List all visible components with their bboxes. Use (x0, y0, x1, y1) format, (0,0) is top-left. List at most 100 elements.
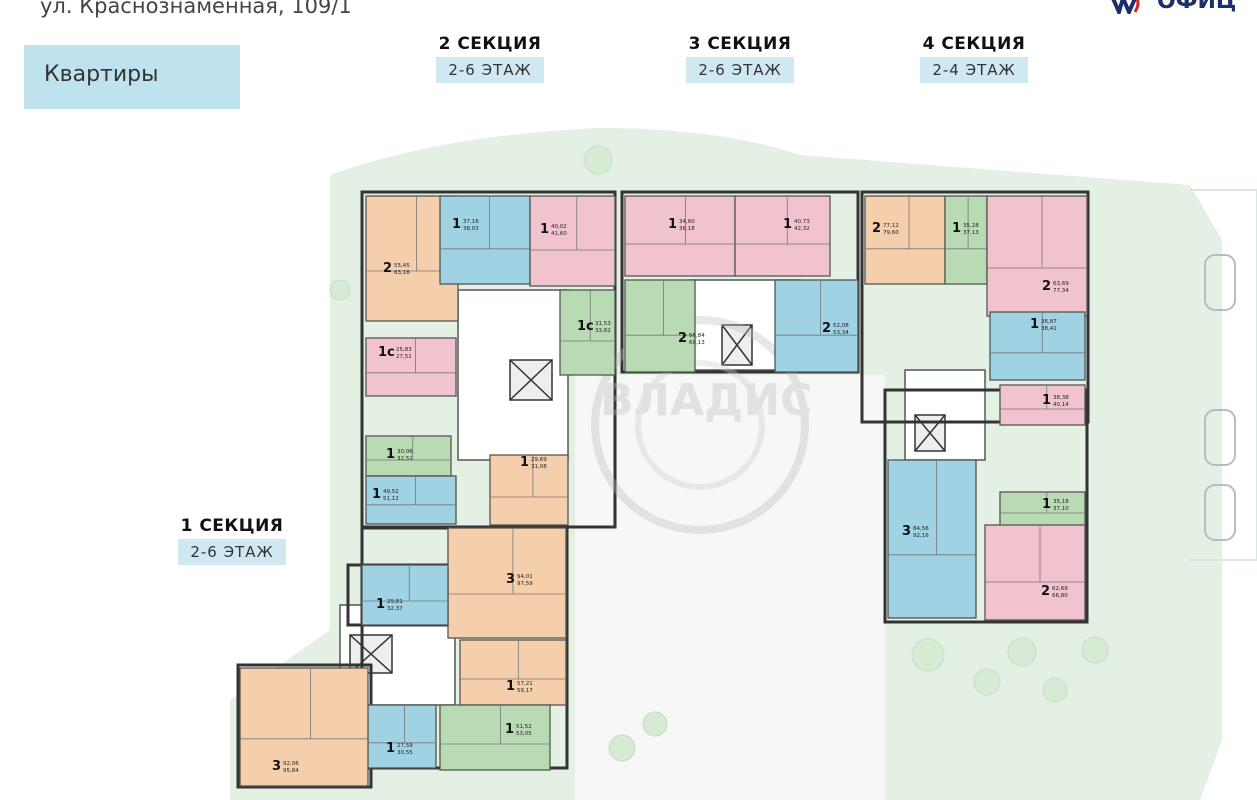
apartment-rooms: 1 (540, 222, 549, 237)
apartment-rooms: 2 (1041, 584, 1050, 599)
apartment-area[interactable] (239, 667, 369, 787)
apartment-area-living: 63,69 (1053, 281, 1069, 287)
apartment-area-total: 37,10 (1053, 506, 1069, 512)
tree-icon (1007, 637, 1037, 667)
apartment-area[interactable] (439, 195, 531, 285)
tree-icon (608, 734, 636, 762)
apartment-area[interactable] (365, 475, 457, 525)
partition-wall (460, 640, 566, 680)
apartment-area[interactable] (986, 195, 1088, 317)
section-1-label[interactable]: 1 СЕКЦИЯ 2-6 ЭТАЖ (162, 516, 302, 565)
apartment-area-living: 77,12 (883, 223, 899, 229)
car-icon (1204, 484, 1236, 541)
apartment-area[interactable] (365, 435, 452, 477)
apartment-area[interactable] (984, 524, 1086, 621)
apartment-area-living: 38,38 (1053, 395, 1069, 401)
apartment-area-living: 62,69 (1052, 586, 1068, 592)
section-2-label[interactable]: 2 СЕКЦИЯ 2-6 ЭТАЖ (420, 34, 560, 83)
apartment-rooms: 2 (872, 221, 881, 236)
apartment-area[interactable] (944, 195, 988, 285)
partition-wall (625, 280, 695, 336)
section-3-name: 3 СЕКЦИЯ (688, 34, 792, 54)
apartment-rooms: 3 (902, 524, 911, 539)
apartment-area[interactable] (734, 195, 831, 277)
section-4-floors: 2-4 ЭТАЖ (920, 57, 1028, 83)
apartment-area-total: 27,51 (396, 354, 412, 360)
apartment-area-total: 37,13 (963, 230, 979, 236)
apartment-area[interactable] (999, 384, 1086, 426)
apartment-area-living: 94,01 (517, 574, 533, 580)
apartment-area[interactable] (864, 195, 946, 285)
apartment-area[interactable] (559, 289, 616, 376)
apartment-rooms: 1с (378, 345, 395, 360)
section-3-label[interactable]: 3 СЕКЦИЯ 2-6 ЭТАЖ (670, 34, 810, 83)
partition-wall (366, 476, 456, 506)
apartment-area[interactable] (365, 704, 437, 769)
apartment-area[interactable] (447, 527, 567, 639)
apartment-area-living: 36,87 (1041, 319, 1057, 325)
apartment-area[interactable] (774, 279, 859, 373)
apartment-rooms: 1 (1042, 497, 1051, 512)
apartment-rooms: 1 (372, 487, 381, 502)
section-1-floors: 2-6 ЭТАЖ (178, 539, 286, 565)
apartment-area[interactable] (489, 454, 569, 526)
tree-icon (973, 668, 1001, 696)
apartment-area-total: 40,14 (1053, 402, 1069, 408)
apartment-area-total: 59,17 (517, 688, 533, 694)
partition-wall (865, 196, 945, 250)
apartment-area-living: 25,83 (396, 347, 412, 353)
partition-wall (735, 196, 830, 245)
apartment-area-total: 36,18 (679, 226, 695, 232)
apartment-area[interactable] (887, 459, 977, 619)
road-lane (1190, 189, 1257, 561)
apartment-rooms: 3 (272, 759, 281, 774)
apartment-area[interactable] (529, 195, 616, 287)
apartment-area[interactable] (624, 195, 736, 277)
apartment-area[interactable] (439, 704, 551, 771)
apartment-area-living: 35,28 (963, 223, 979, 229)
partition-wall (987, 196, 1087, 269)
section-4-label[interactable]: 4 СЕКЦИЯ 2-4 ЭТАЖ (904, 34, 1044, 83)
partition-wall (240, 668, 368, 740)
apartment-area-total: 77,34 (1053, 288, 1069, 294)
partition-wall (440, 196, 530, 250)
apartment-area-total: 63,16 (394, 270, 410, 276)
apartment-area-living: 55,45 (394, 263, 410, 269)
apartment-area[interactable] (989, 311, 1086, 381)
partition-wall (530, 196, 615, 251)
apartment-area[interactable] (361, 564, 449, 626)
apartment-area[interactable] (459, 639, 567, 706)
parking-cars (1204, 254, 1236, 541)
apartment-area[interactable] (365, 337, 457, 397)
apartment-area[interactable] (624, 279, 696, 373)
section-3-floors: 2-6 ЭТАЖ (686, 57, 794, 83)
tab-apartments[interactable]: Квартиры (24, 45, 240, 109)
apartment-area-living: 27,59 (397, 743, 413, 749)
